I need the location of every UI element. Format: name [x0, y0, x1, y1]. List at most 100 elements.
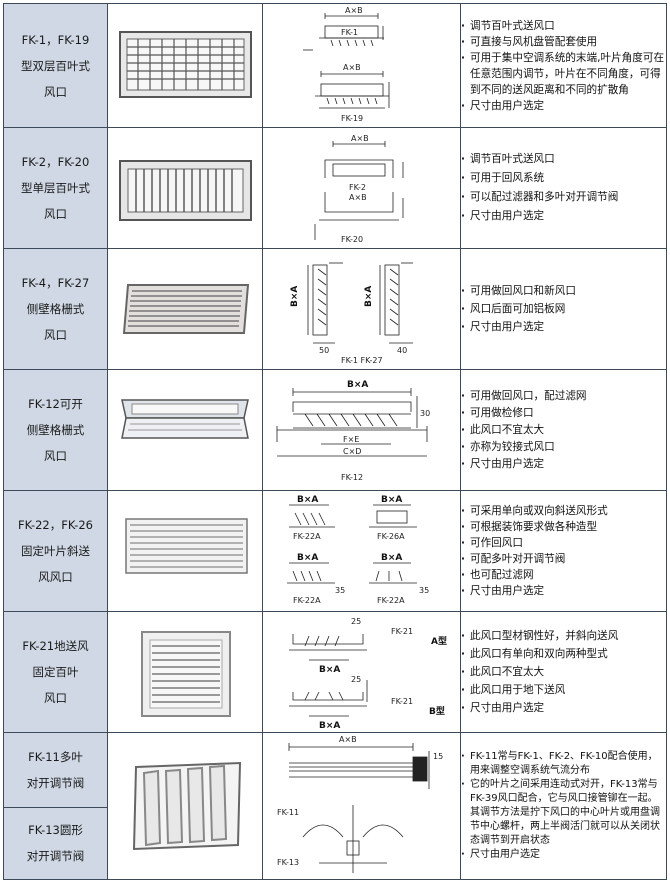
list-item: 此风口不宜太大	[462, 663, 666, 681]
feature-list: 此风口型材钢性好，并斜向送风 此风口有单向和双向两种型式 此风口不宜太大 此风口…	[460, 611, 667, 733]
dimension-drawing: B×A B×A 50 40 FK-1 FK-27	[262, 248, 461, 370]
model-label: FK-21	[391, 627, 413, 636]
model-label: FK-21	[391, 697, 413, 706]
single-louver-photo	[107, 127, 263, 249]
floor-louver-photo	[107, 611, 263, 733]
double-louver-photo	[107, 3, 263, 128]
list-item: 也可配过滤网	[462, 567, 666, 583]
list-item: 此风口有单向和双向两种型式	[462, 645, 666, 663]
dim-label: 25	[351, 617, 361, 626]
list-item: 可直接与风机盘管配套使用	[462, 34, 666, 50]
dim-label: 35	[335, 586, 345, 595]
list-item: 亦称为铰接式风口	[462, 439, 666, 456]
list-item: 可用于集中空调系统的末端,叶片角度可在任意范围内调节，叶片在不同角度，可得到不同…	[462, 50, 666, 98]
feature-list: 调节百叶式送风口 可用于回风系统 可以配过滤器和多叶对开调节阀 尺寸由用户选定	[460, 127, 667, 249]
model-label: FK-11	[277, 808, 299, 817]
dim-label: A×B	[339, 735, 357, 744]
dim-label: B×A	[381, 495, 402, 505]
openable-grille-photo-icon	[121, 399, 249, 439]
table-row: FK-21地送风固定百叶风口 25 FK-21	[3, 611, 667, 733]
list-item: 可配多叶对开调节阀	[462, 551, 666, 567]
dimension-drawing: 25 FK-21 A型 B×A 25 FK-21 B型 B×A	[262, 611, 461, 733]
dim-label: B×A	[319, 665, 340, 675]
product-name: FK-12可开侧壁格栅式风口	[3, 369, 108, 491]
double-louver-photo-icon	[119, 31, 252, 98]
damper-drawing-icon: A×B 15 FK-11 FK-13	[277, 735, 443, 873]
list-item: 尺寸由用户选定	[462, 699, 666, 717]
single-louver-drawing-icon: A×B FK-2 A×B FK-20	[314, 134, 404, 244]
model-label: FK-22A	[293, 596, 321, 605]
dimension-drawing: A×B FK-1 A×B FK-19	[262, 3, 461, 128]
side-grille-drawing-icon: B×A B×A 50 40 FK-1 FK-27	[290, 262, 413, 365]
dim-label: A×B	[343, 63, 361, 72]
openable-grille-photo	[107, 369, 263, 491]
product-name: FK-13圆形对开调节阀	[3, 806, 108, 880]
dim-label: A×B	[351, 134, 369, 143]
list-item: 调节百叶式送风口	[462, 150, 666, 169]
dim-label: B×A	[347, 380, 368, 390]
side-grille-photo-icon	[122, 284, 250, 334]
list-item: 此风口型材钢性好，并斜向送风	[462, 627, 666, 645]
list-item: 它的叶片之间采用连动式对开，FK-13常与FK-39风口配合，它与风口接管铆在一…	[462, 778, 666, 848]
type-label: A型	[431, 635, 447, 647]
list-item: 尺寸由用户选定	[462, 456, 666, 473]
feature-list: 调节百叶式送风口 可直接与风机盘管配套使用 可用于集中空调系统的末端,叶片角度可…	[460, 3, 667, 128]
feature-list: FK-11常与FK-1、FK-2、FK-10配合使用，用来调整空调系统气流分布 …	[460, 732, 667, 880]
product-name: FK-21地送风固定百叶风口	[3, 611, 108, 733]
list-item: 尺寸由用户选定	[462, 207, 666, 226]
list-item: 可用做检修口	[462, 405, 666, 422]
single-louver-photo-icon	[119, 160, 252, 221]
dim-label: F×E	[343, 435, 359, 444]
dim-label: 50	[319, 346, 329, 355]
model-label: FK-1	[341, 28, 358, 37]
model-label: FK-2	[349, 183, 366, 192]
dim-label: 25	[351, 675, 361, 684]
model-label: FK-13	[277, 858, 299, 867]
list-item: 可用做回风口，配过滤网	[462, 388, 666, 405]
dim-label: A×B	[345, 6, 363, 15]
dim-label: B×A	[381, 553, 402, 563]
dim-label: 15	[433, 752, 443, 761]
multi-blade-damper-photo-icon	[132, 761, 242, 851]
multi-blade-damper-photo	[107, 732, 263, 880]
dimension-drawing: A×B 15 FK-11 FK-13	[262, 732, 461, 880]
list-item: 尺寸由用户选定	[462, 318, 666, 336]
model-label: FK-20	[341, 235, 363, 244]
list-item: 可用于回风系统	[462, 169, 666, 188]
list-item: 可作回风口	[462, 535, 666, 551]
list-item: 风口后面可加铝板网	[462, 300, 666, 318]
dim-label: B×A	[290, 286, 300, 307]
fixed-blade-drawing-icon: B×A B×A FK-22A FK-26A B×A B×A FK-22A FK-…	[287, 495, 429, 605]
list-item: 此风口用于地下送风	[462, 681, 666, 699]
list-item: 可采用单向或双向斜送风形式	[462, 503, 666, 519]
model-label: FK-22A	[377, 596, 405, 605]
list-item: 尺寸由用户选定	[462, 583, 666, 599]
table-row: FK-13圆形对开调节阀	[3, 806, 667, 880]
list-item: 可用做回风口和新风口	[462, 282, 666, 300]
dim-label: 40	[397, 346, 407, 355]
dimension-drawing: B×A B×A FK-22A FK-26A B×A B×A FK-22A FK-…	[262, 490, 461, 612]
model-label: FK-22A	[293, 532, 321, 541]
dim-label: B×A	[319, 721, 340, 731]
dim-label: C×D	[343, 447, 361, 456]
fixed-blade-photo-icon	[125, 518, 248, 574]
list-item: 尺寸由用户选定	[462, 98, 666, 114]
dim-label: B×A	[297, 553, 318, 563]
model-label: FK-1 FK-27	[341, 356, 383, 365]
model-label: FK-12	[341, 473, 363, 482]
dim-label: B×A	[297, 495, 318, 505]
feature-list: 可用做回风口，配过滤网 可用做检修口 此风口不宜太大 亦称为铰接式风口 尺寸由用…	[460, 369, 667, 491]
dim-label: 35	[419, 586, 429, 595]
model-label: FK-19	[341, 114, 363, 123]
list-item: 尺寸由用户选定	[462, 848, 666, 862]
list-item: 可根据装饰要求做各种造型	[462, 519, 666, 535]
openable-grille-drawing-icon: B×A 30 F×E C×D FK-12	[276, 380, 430, 482]
list-item: 此风口不宜太大	[462, 422, 666, 439]
